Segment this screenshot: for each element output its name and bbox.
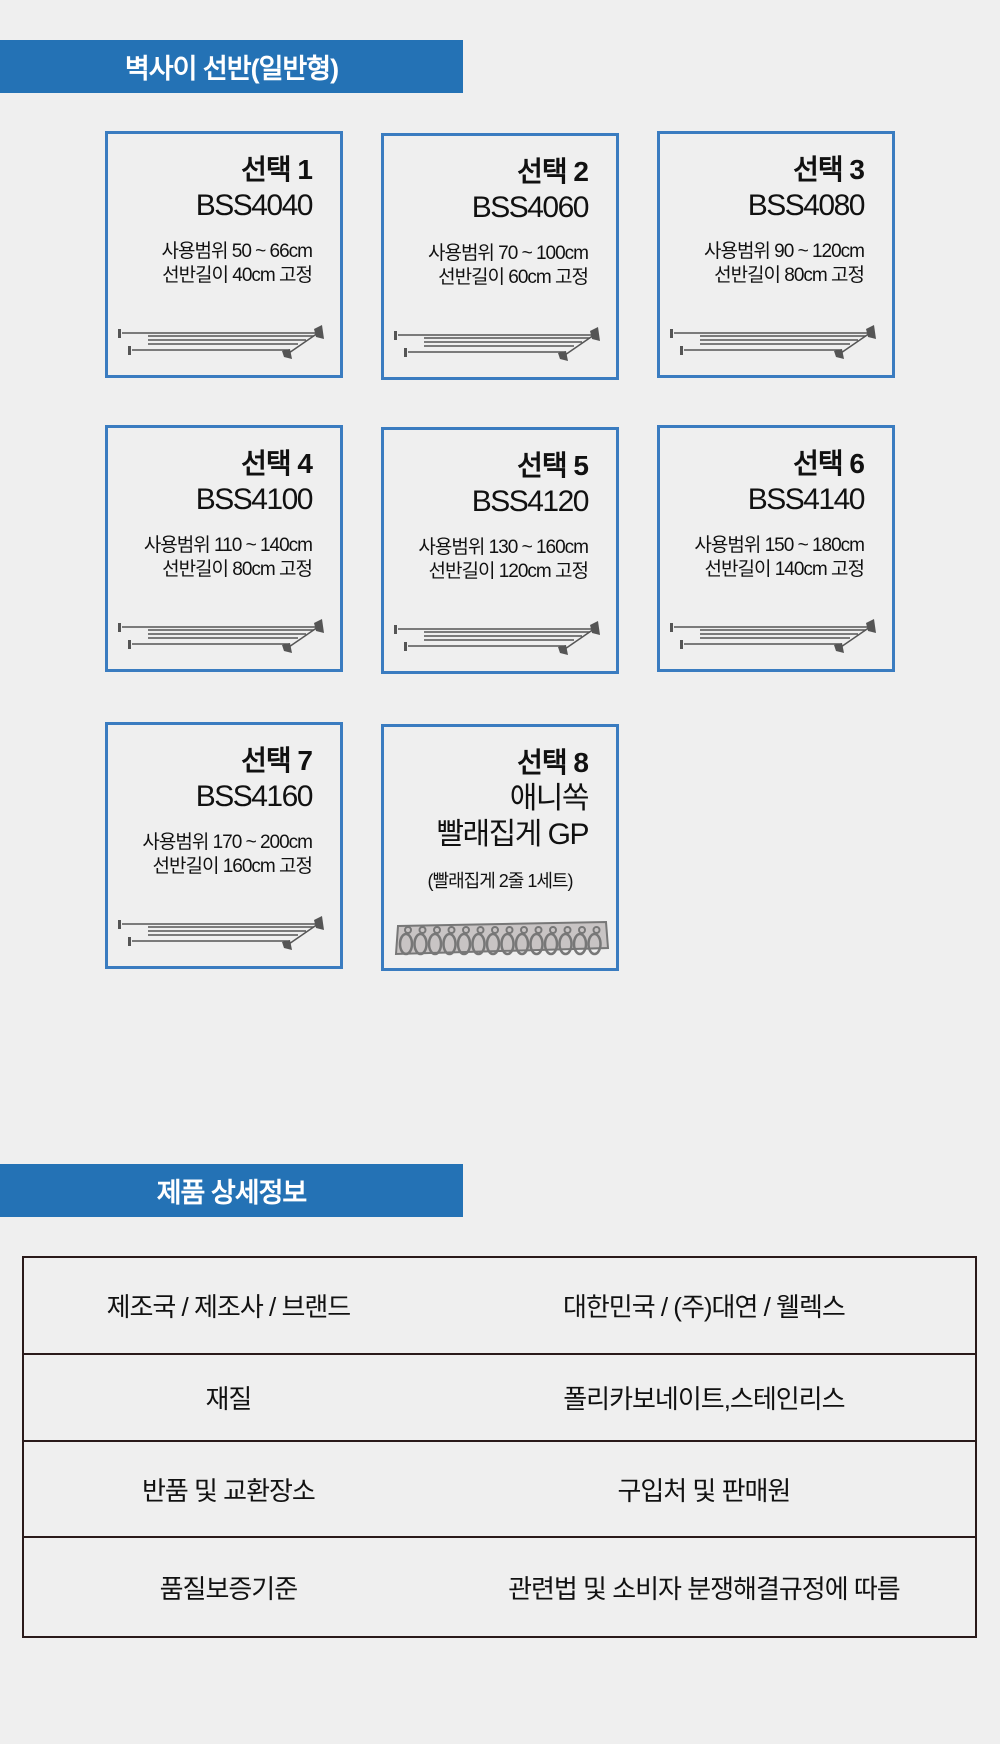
model-code: BSS4120	[471, 485, 590, 518]
detail-key: 재질	[23, 1353, 433, 1442]
usage-range: 사용범위 50 ~ 66cm	[161, 241, 313, 262]
detail-key: 반품 및 교환장소	[23, 1440, 433, 1538]
shelf-length: 선반길이 60cm 고정	[438, 267, 589, 288]
shelf-length: 선반길이 40cm 고정	[162, 265, 313, 286]
option-card-3[interactable]: 선택 3 BSS4080 사용범위 90 ~ 120cm 선반길이 80cm 고정	[657, 131, 895, 378]
option-card-6[interactable]: 선택 6 BSS4140 사용범위 150 ~ 180cm 선반길이 140cm 고정	[657, 425, 895, 672]
detail-value: 구입처 및 판매원	[432, 1440, 976, 1538]
model-code: BSS4080	[747, 189, 866, 222]
option-card-4[interactable]: 선택 4 BSS4100 사용범위 110 ~ 140cm 선반길이 80cm 고정	[105, 425, 343, 672]
usage-range: 사용범위 150 ~ 180cm	[694, 535, 865, 556]
model-code: BSS4140	[747, 483, 866, 516]
option-card-2[interactable]: 선택 2 BSS4060 사용범위 70 ~ 100cm 선반길이 60cm 고정	[381, 133, 619, 380]
option-label: 선택 1	[241, 154, 313, 185]
detail-value: 대한민국 / (주)대연 / 웰렉스	[432, 1256, 976, 1355]
shelf-product-image	[394, 327, 600, 361]
shelf-length: 선반길이 120cm 고정	[428, 561, 589, 582]
option-label: 선택 3	[793, 154, 865, 185]
shelf-product-image	[670, 325, 876, 359]
section-banner-product-details: 제품 상세정보	[0, 1164, 463, 1217]
clothespin-strip-image	[394, 920, 610, 956]
usage-range: 사용범위 170 ~ 200cm	[142, 832, 313, 853]
shelf-product-image	[670, 619, 876, 653]
shelf-length: 선반길이 80cm 고정	[714, 265, 865, 286]
product-name-line2: 빨래집게 GP	[436, 818, 589, 851]
detail-key: 품질보증기준	[23, 1536, 433, 1638]
model-code: BSS4160	[195, 780, 314, 813]
product-name-line1: 애니쏙	[509, 782, 590, 815]
model-code: BSS4060	[471, 191, 590, 224]
shelf-product-image	[394, 621, 600, 655]
shelf-length: 선반길이 160cm 고정	[152, 856, 313, 877]
option-label: 선택 4	[241, 448, 313, 479]
shelf-product-image	[118, 325, 324, 359]
option-card-1[interactable]: 선택 1 BSS4040 사용범위 50 ~ 66cm 선반길이 40cm 고정	[105, 131, 343, 378]
shelf-length: 선반길이 140cm 고정	[704, 559, 865, 580]
usage-range: 사용범위 90 ~ 120cm	[703, 241, 865, 262]
option-label: 선택 6	[793, 448, 865, 479]
model-code: BSS4040	[195, 189, 314, 222]
usage-range: 사용범위 110 ~ 140cm	[143, 535, 313, 556]
set-note: (빨래집게 2줄 1세트)	[427, 871, 574, 891]
model-code: BSS4100	[195, 483, 314, 516]
shelf-length: 선반길이 80cm 고정	[162, 559, 313, 580]
usage-range: 사용범위 130 ~ 160cm	[418, 537, 589, 558]
option-label: 선택 5	[517, 450, 589, 481]
section-banner-wall-shelf: 벽사이 선반(일반형)	[0, 40, 463, 93]
usage-range: 사용범위 70 ~ 100cm	[427, 243, 589, 264]
shelf-product-image	[118, 619, 324, 653]
shelf-product-image	[118, 916, 324, 950]
detail-key: 제조국 / 제조사 / 브랜드	[23, 1256, 433, 1355]
detail-value: 폴리카보네이트,스테인리스	[432, 1353, 976, 1442]
option-card-5[interactable]: 선택 5 BSS4120 사용범위 130 ~ 160cm 선반길이 120cm 고정	[381, 427, 619, 674]
option-label: 선택 7	[241, 745, 313, 776]
option-card-7[interactable]: 선택 7 BSS4160 사용범위 170 ~ 200cm 선반길이 160cm 고정	[105, 722, 343, 969]
option-label: 선택 8	[517, 747, 589, 778]
option-label: 선택 2	[517, 156, 589, 187]
detail-value: 관련법 및 소비자 분쟁해결규정에 따름	[432, 1536, 976, 1638]
